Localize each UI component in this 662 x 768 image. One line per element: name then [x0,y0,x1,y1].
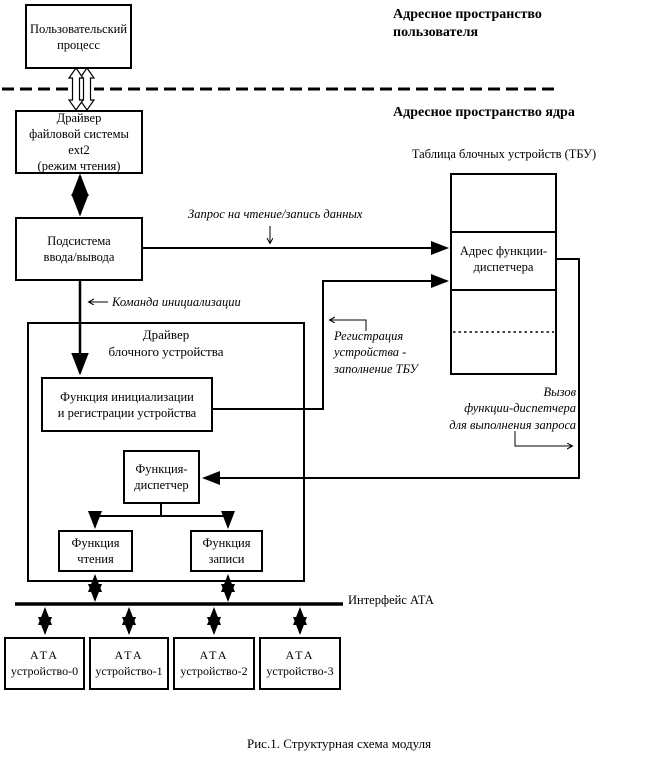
init-function-node: Функция инициализации и регистрации устр… [41,377,213,432]
tbu-table-title: Таблица блочных устройств (ТБУ) [411,147,597,161]
annotation-dispatch-call: Вызов функции-диспетчера для выполнения … [449,385,576,432]
ata-device-2-line2: устройство-2 [180,663,248,678]
arrow-occluder [69,85,94,94]
ata-device-1-line2: устройство-1 [95,663,163,678]
tbu-cell-dispatcher-address: Адрес функции- диспетчера [459,244,548,275]
leader-dispatch-call [514,431,572,446]
annotation-registration: Регистрация устройства - заполнение ТБУ [334,329,418,376]
ata-device-0-line1: АТА [29,648,59,663]
figure-caption: Рис.1. Структурная схема модуля [247,736,432,751]
annotation-init-command: Команда инициализации [112,295,241,309]
fs-driver-node: Драйвер файловой системы ext2 (режим чте… [15,110,143,174]
user-fs-hollow-arrow-left [67,66,85,112]
user-space-label: Адресное пространство пользователя [393,7,542,40]
ata-device-0-line2: устройство-0 [10,663,79,678]
ata-device-3-line2: устройство-3 [266,663,334,678]
user-fs-hollow-arrow-right [78,66,96,112]
ata-device-3-line1: АТА [285,648,315,663]
write-function-node: Функция записи [190,530,263,572]
ata-device-2-line1: АТА [199,648,229,663]
user-process-node: Пользовательский процесс [25,4,132,69]
block-driver-title: Драйвер блочного устройства [108,327,224,359]
dispatcher-function-node: Функция- диспетчер [123,450,200,504]
kernel-space-label: Адресное пространство ядра [393,105,575,120]
io-subsystem-node: Подсистема ввода/вывода [15,217,143,281]
ata-interface-label: Интерфейс АТА [348,593,434,607]
annotation-request: Запрос на чтение/запись данных [188,207,363,221]
ata-device-1-line1: АТА [114,648,144,663]
read-function-node: Функция чтения [58,530,133,572]
